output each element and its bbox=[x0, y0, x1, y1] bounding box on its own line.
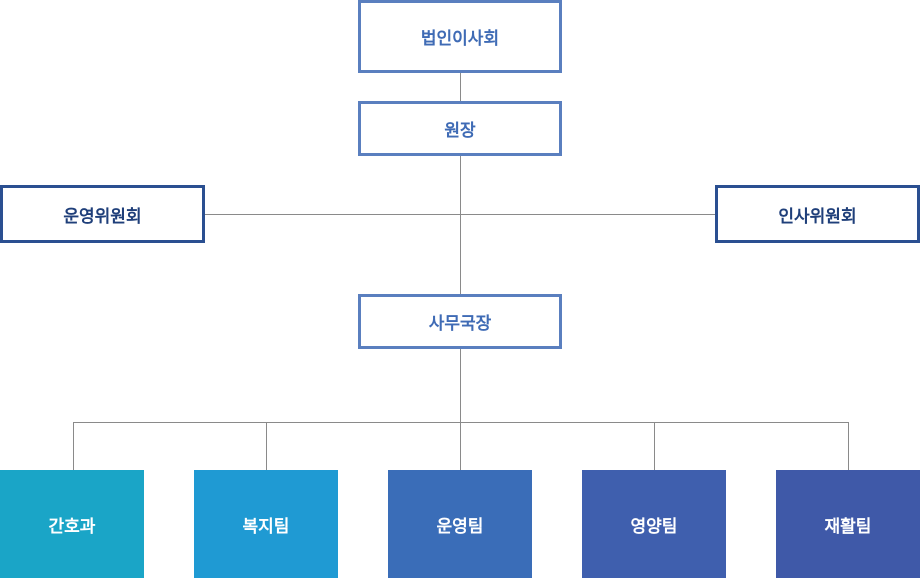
secretary-label: 사무국장 bbox=[428, 314, 492, 334]
connector-team-5 bbox=[848, 422, 849, 470]
personnel-committee-label: 인사위원회 bbox=[778, 206, 857, 227]
team-welfare-label: 복지팀 bbox=[242, 516, 290, 537]
connector-team-4 bbox=[654, 422, 655, 470]
operations-committee-label: 운영위원회 bbox=[63, 206, 142, 227]
connector-committees bbox=[204, 214, 716, 215]
team-rehabilitation: 재활팀 bbox=[776, 470, 920, 578]
director-box: 원장 bbox=[358, 101, 562, 156]
board-box: 법인이사회 bbox=[358, 0, 562, 73]
secretary-box: 사무국장 bbox=[358, 294, 562, 349]
connector-team-1 bbox=[73, 422, 74, 470]
operations-committee-box: 운영위원회 bbox=[0, 185, 205, 243]
director-label: 원장 bbox=[444, 121, 476, 141]
team-rehabilitation-label: 재활팀 bbox=[824, 516, 872, 537]
team-nursing: 간호과 bbox=[0, 470, 144, 578]
personnel-committee-box: 인사위원회 bbox=[715, 185, 920, 243]
connector-team-2 bbox=[266, 422, 267, 470]
team-operations-label: 운영팀 bbox=[436, 516, 484, 537]
team-nutrition: 영양팀 bbox=[582, 470, 726, 578]
connector-board-director bbox=[460, 72, 461, 102]
team-welfare: 복지팀 bbox=[194, 470, 338, 578]
board-label: 법인이사회 bbox=[420, 29, 500, 49]
connector-secretary-teams bbox=[460, 348, 461, 422]
connector-team-bus bbox=[73, 422, 849, 423]
team-nutrition-label: 영양팀 bbox=[630, 516, 678, 537]
connector-director-secretary bbox=[460, 155, 461, 295]
team-nursing-label: 간호과 bbox=[48, 516, 96, 537]
connector-team-3 bbox=[460, 422, 461, 470]
team-operations: 운영팀 bbox=[388, 470, 532, 578]
